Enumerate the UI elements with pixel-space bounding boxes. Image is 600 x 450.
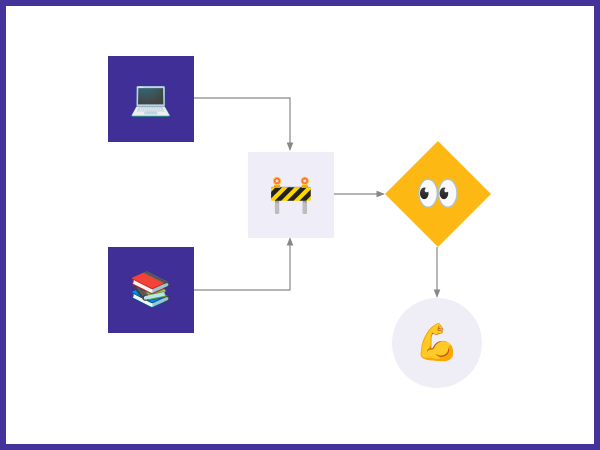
node-books[interactable]: 📚	[108, 247, 194, 333]
node-barrier[interactable]: 🚧	[248, 152, 334, 238]
flexed-biceps-icon: 💪	[415, 322, 460, 364]
node-result[interactable]: 💪	[392, 298, 482, 388]
books-icon: 📚	[130, 270, 172, 310]
construction-barrier-icon: 🚧	[269, 175, 314, 216]
laptop-icon: 💻	[130, 79, 172, 119]
eyes-icon: 👀	[416, 174, 461, 215]
node-decision[interactable]: 👀	[385, 141, 491, 247]
connector-books-to-barrier	[193, 237, 294, 291]
node-laptop[interactable]: 💻	[108, 56, 194, 142]
connector-laptop-to-barrier	[193, 97, 294, 151]
